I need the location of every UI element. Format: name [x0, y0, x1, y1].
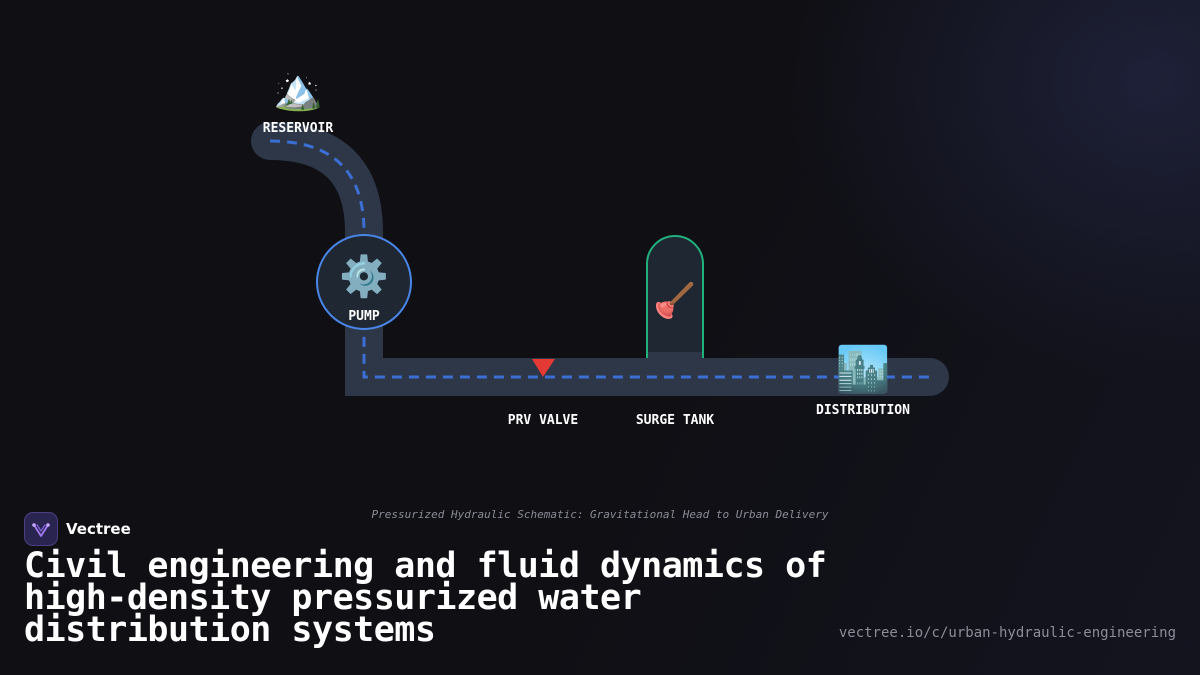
brand: Vectree [24, 512, 131, 546]
surge-tank-label: SURGE TANK [636, 413, 714, 428]
vectree-logo-icon [24, 512, 58, 546]
plunger-icon: 🪠 [654, 281, 696, 321]
city-icon: 🏙️ [836, 344, 891, 395]
pump [316, 234, 412, 330]
page-title: Civil engineering and fluid dynamics of … [24, 546, 827, 650]
flow-line [269, 139, 930, 379]
mountain-icon: 🏔️ [273, 67, 323, 113]
pump-label: PUMP [348, 309, 379, 324]
gear-icon: ⚙️ [339, 253, 389, 300]
prv-valve-label: PRV VALVE [508, 413, 578, 428]
page-url[interactable]: vectree.io/c/urban-hydraulic-engineering [838, 625, 1176, 641]
surge-tank-joint [648, 352, 702, 362]
reservoir-label: RESERVOIR [263, 121, 334, 136]
diagram-caption: Pressurized Hydraulic Schematic: Gravita… [371, 508, 829, 521]
distribution-label: DISTRIBUTION [816, 403, 910, 418]
valve-triangle-icon [532, 359, 555, 377]
surge-tank [646, 235, 704, 358]
brand-name: Vectree [66, 520, 131, 538]
